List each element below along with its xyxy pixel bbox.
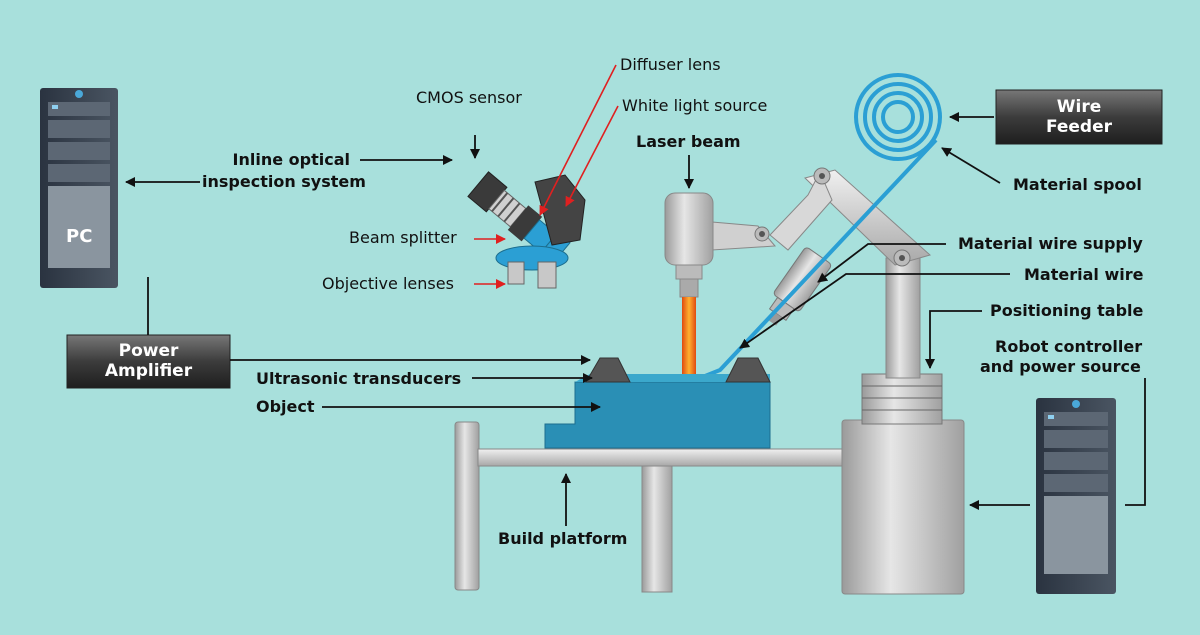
- positioning-table: [841, 257, 965, 595]
- robot-controller-label-1: Robot controller: [995, 337, 1143, 356]
- build-platform-label: Build platform: [498, 529, 628, 548]
- inline-optical-label-2: inspection system: [202, 172, 366, 191]
- positioning-table-label: Positioning table: [990, 301, 1144, 320]
- beam-splitter-label: Beam splitter: [349, 228, 457, 247]
- white-light-source-label: White light source: [622, 96, 768, 115]
- cmos-sensor-label: CMOS sensor: [416, 88, 522, 107]
- wire-feeder-box: [995, 89, 1163, 145]
- objective-lenses-label: Objective lenses: [322, 274, 454, 293]
- inline-optical-inspection: [467, 171, 586, 289]
- power-amplifier-line-2: Amplifier: [104, 361, 193, 381]
- connector-lines: [125, 112, 1146, 526]
- wire-feeder-line-2: Feeder: [1045, 117, 1113, 137]
- wire-feeder-line-1: Wire: [1056, 97, 1102, 117]
- robot-controller-label-2: and power source: [980, 357, 1141, 376]
- material-wire-label: Material wire: [1024, 265, 1144, 284]
- material-wire-supply-label: Material wire supply: [958, 234, 1143, 253]
- ultrasonic-transducers: [585, 357, 771, 383]
- power-amplifier-label: Power Amplifier: [67, 341, 230, 381]
- object-label: Object: [256, 397, 315, 416]
- inline-optical-label-1: Inline optical: [232, 150, 350, 169]
- material-spool-label: Material spool: [1013, 175, 1142, 194]
- pc-tower: [40, 88, 118, 288]
- laser-head: [664, 192, 714, 377]
- material-spool: [854, 73, 942, 161]
- laser-beam-label: Laser beam: [636, 132, 741, 151]
- wire-feeder-label: Wire Feeder: [996, 97, 1162, 137]
- robot-controller-tower: [1036, 398, 1116, 594]
- power-amplifier-line-1: Power: [118, 341, 179, 361]
- diffuser-lens-label: Diffuser lens: [620, 55, 721, 74]
- ultrasonic-transducers-label: Ultrasonic transducers: [256, 369, 462, 388]
- object-block: [544, 374, 771, 449]
- red-callouts: [474, 64, 619, 289]
- pc-label: PC: [66, 226, 93, 247]
